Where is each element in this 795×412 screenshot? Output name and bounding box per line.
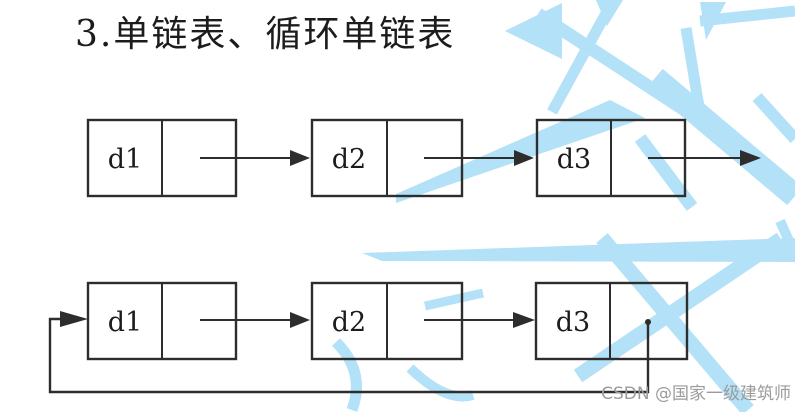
watermark-stroke bbox=[680, 27, 706, 114]
node-label: d1 bbox=[108, 307, 142, 338]
node-box: d2 bbox=[310, 118, 464, 198]
loop-line bbox=[48, 317, 650, 394]
watermark-stroke bbox=[396, 100, 645, 203]
arrow-head-icon bbox=[740, 150, 761, 166]
node-label: d2 bbox=[332, 307, 366, 338]
node-label: d3 bbox=[557, 144, 591, 175]
arrow-head-icon bbox=[513, 312, 535, 328]
circular-linked-list-diagram: d1 d2 d3 bbox=[48, 281, 689, 394]
watermark-stroke bbox=[647, 68, 795, 206]
arrow-head-icon bbox=[290, 150, 310, 166]
node-label: d2 bbox=[332, 144, 366, 175]
pointer-arrow bbox=[648, 150, 761, 166]
node-label: d1 bbox=[108, 144, 142, 175]
watermark-stroke bbox=[699, 5, 795, 27]
watermark-stroke bbox=[547, 3, 615, 115]
loop-back-arrow bbox=[48, 311, 651, 394]
arrow-head-icon bbox=[60, 311, 88, 327]
node-rect bbox=[534, 281, 689, 361]
watermark-stroke bbox=[573, 232, 786, 383]
watermark-stroke bbox=[775, 218, 795, 257]
pointer-arrow bbox=[200, 150, 310, 166]
watermark-stroke bbox=[362, 238, 795, 262]
arrow-head-icon bbox=[514, 150, 534, 166]
page-title: 3.单链表、循环单链表 bbox=[75, 14, 455, 55]
pointer-arrow bbox=[200, 312, 310, 328]
watermark-stroke bbox=[596, 233, 754, 412]
watermark-stroke bbox=[331, 338, 362, 412]
watermark-stroke bbox=[424, 288, 484, 311]
watermark-stroke bbox=[752, 92, 795, 144]
arrow-head-icon bbox=[290, 312, 310, 328]
blue-watermark-overlay bbox=[331, 0, 795, 412]
pointer-arrow bbox=[424, 312, 535, 328]
singly-linked-list-diagram: d1 d2 d3 bbox=[86, 118, 761, 198]
node-box: d3 bbox=[534, 281, 689, 361]
pointer-arrow bbox=[424, 150, 534, 166]
node-box: d1 bbox=[86, 281, 238, 361]
node-label: d3 bbox=[556, 307, 590, 338]
attribution-watermark: CSDN @国家一级建筑师 bbox=[601, 384, 791, 404]
